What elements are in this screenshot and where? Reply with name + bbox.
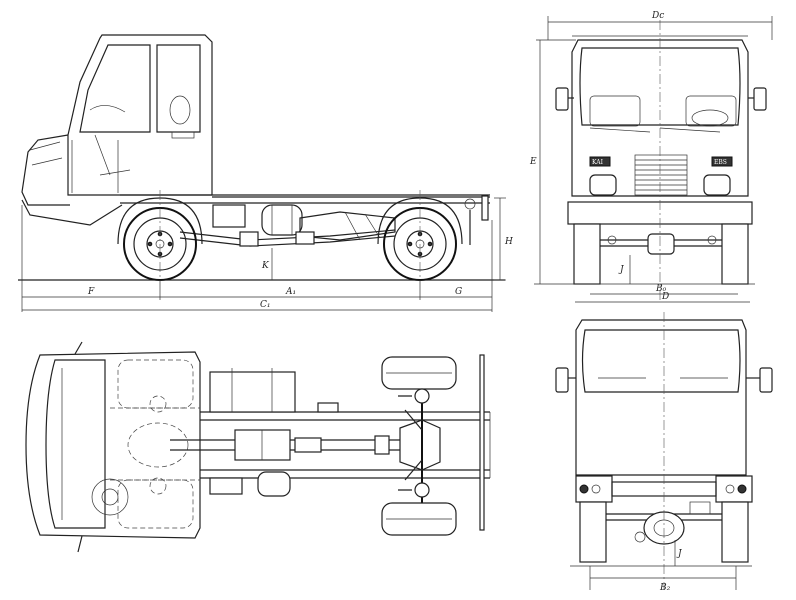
dim-label-Dc: Dc [651, 11, 664, 21]
dim-label-K: K [261, 261, 270, 271]
dim-label-C1: C₁ [260, 300, 271, 310]
dim-label-B0: B₀ [655, 284, 667, 294]
dim-label-D: D [661, 292, 669, 302]
side-chassis [120, 194, 490, 247]
dim-label-J-rear: J [676, 549, 683, 559]
side-dimensions [21, 190, 506, 312]
dim-label-J-front: J [618, 265, 625, 275]
front-view: KAI EBS [534, 16, 773, 303]
dim-label-E: E [529, 157, 537, 167]
plan-view [25, 341, 491, 553]
dim-label-F: F [87, 287, 95, 297]
side-view: F A₁ G C₁ H K [18, 34, 513, 312]
rear-view [555, 312, 773, 590]
dim-label-H: H [504, 237, 513, 247]
side-cab [21, 34, 213, 226]
front-badge-left: KAI [592, 159, 604, 166]
dim-label-A1: A₁ [285, 287, 296, 297]
dim-label-G: G [455, 287, 462, 297]
dim-label-B2: B₂ [659, 583, 671, 593]
front-badge-right: EBS [714, 159, 727, 166]
